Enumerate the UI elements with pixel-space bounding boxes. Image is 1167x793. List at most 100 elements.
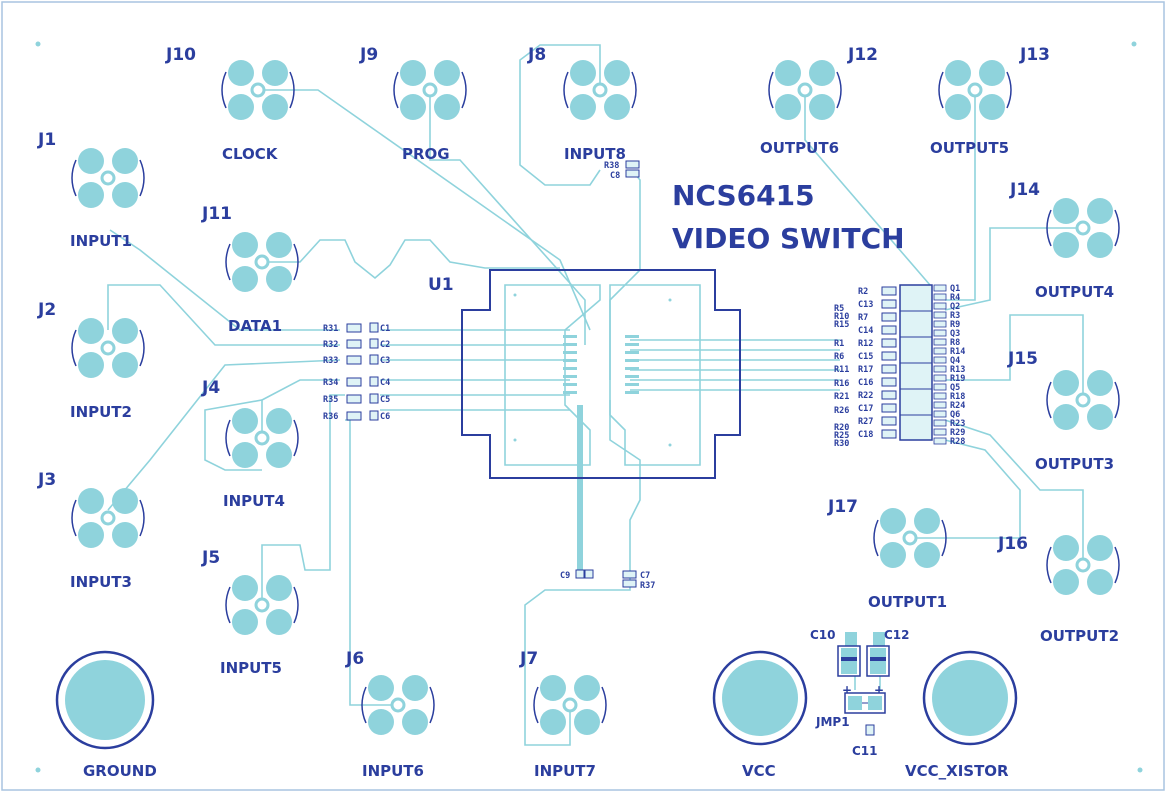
right-label-c13: C13 [858,300,873,310]
c9-label: C9 [560,571,570,581]
right-label2-r25: R25 [834,431,849,441]
right-label2-r26: R26 [834,406,849,416]
resistor-r31 [346,323,362,333]
vcc-xistor-terminal [922,650,1018,746]
right-label3-r23: R23 [950,419,965,429]
capacitor-label-c3: C3 [380,356,390,366]
connector-j11 [225,232,299,292]
right-label3-r18: R18 [950,392,965,402]
connector-j4 [225,408,299,468]
right-label-c18: C18 [858,430,873,440]
c8-label: C8 [610,171,620,181]
connector-j17 [873,508,947,568]
right-label3-r9: R9 [950,320,960,330]
connector-j2 [71,318,145,378]
right-smd-components: R2C13R7C14R12C15R17C16R22C17R27C18R5R10R… [834,284,965,449]
connector-ref-j8: J8 [527,45,546,65]
right-label3-r3: R3 [950,311,960,321]
right-label-c17: C17 [858,404,873,414]
c12-label: C12 [884,628,910,642]
connector-j6 [361,675,435,735]
c10-plus: + [842,683,852,697]
connector-j14 [1046,198,1120,258]
right-part3-q5 [933,383,947,391]
connector-name-j11: DATA1 [228,317,282,335]
chip-u1 [461,269,741,479]
connector-name-j2: INPUT2 [70,403,132,421]
right-part-c13 [881,299,897,309]
jumper-jmp1 [844,692,886,714]
right-label2-r1: R1 [834,339,844,349]
right-part-c15 [881,351,897,361]
right-label2-r6: R6 [834,352,844,362]
right-part3-r13 [933,365,947,373]
capacitor-c3 [369,354,379,365]
right-part3-q6 [933,410,947,418]
right-label3-q2: Q2 [950,302,960,312]
right-part3-r4 [933,293,947,301]
right-label-r17: R17 [858,365,873,375]
connector-ref-j10: J10 [165,45,196,65]
right-label3-q5: Q5 [950,383,960,393]
resistor-label-r33: R33 [323,356,338,366]
connector-ref-j3: J3 [37,470,56,490]
capacitor-label-c4: C4 [380,378,390,388]
connector-name-j5: INPUT5 [220,659,282,677]
c10-label: C10 [810,628,836,642]
connector-name-j15: OUTPUT3 [1035,455,1114,473]
connector-j16 [1046,535,1120,595]
right-label-c16: C16 [858,378,873,388]
connector-j15 [1046,370,1120,430]
right-part-r22 [881,390,897,400]
connector-name-j3: INPUT3 [70,573,132,591]
board-title-line2: VIDEO SWITCH [672,222,905,255]
r38-label: R38 [604,161,619,171]
resistor-r34 [346,377,362,387]
capacitor-label-c5: C5 [380,395,390,405]
connector-ref-j13: J13 [1019,45,1050,65]
right-part3-r8 [933,338,947,346]
connector-j9 [393,60,467,120]
connector-name-j13: OUTPUT5 [930,139,1009,157]
connector-name-j17: OUTPUT1 [868,593,947,611]
right-part3-r19 [933,374,947,382]
right-label-c15: C15 [858,352,873,362]
right-label2-r20: R20 [834,423,849,433]
cap-c10 [837,632,861,677]
connector-ref-j9: J9 [359,45,378,65]
right-label3-q3: Q3 [950,329,960,339]
bottom-smd: C9 C7 R37 R38 C8 [560,160,655,591]
right-part-r27 [881,416,897,426]
right-part3-q4 [933,356,947,364]
right-part-c17 [881,403,897,413]
resistor-r33 [346,355,362,365]
resistor-r36 [346,411,362,421]
connector-name-j1: INPUT1 [70,232,132,250]
connector-ref-j5: J5 [201,548,220,568]
traces [107,44,1084,746]
cap-c12 [866,632,890,677]
right-label3-r19: R19 [950,374,965,384]
capacitor-c5 [369,393,379,404]
jmp1-label: JMP1 [815,715,850,729]
right-label2-r5: R5 [834,304,844,314]
connector-name-j9: PROG [402,145,450,163]
connector-ref-j14: J14 [1009,180,1040,200]
right-part-r7 [881,312,897,322]
right-label2-r30: R30 [834,439,849,449]
right-transistor-array [899,284,933,441]
connector-j5 [225,575,299,635]
connector-name-j10: CLOCK [222,145,279,163]
right-part3-q3 [933,329,947,337]
capacitor-label-c2: C2 [380,340,390,350]
connector-name-j6: INPUT6 [362,762,424,780]
resistor-label-r34: R34 [323,378,338,388]
right-label3-r14: R14 [950,347,965,357]
connector-ref-j11: J11 [201,204,232,224]
connector-name-j12: OUTPUT6 [760,139,839,157]
right-label-c14: C14 [858,326,873,336]
capacitor-label-c1: C1 [380,324,390,334]
capacitor-c4 [369,376,379,387]
